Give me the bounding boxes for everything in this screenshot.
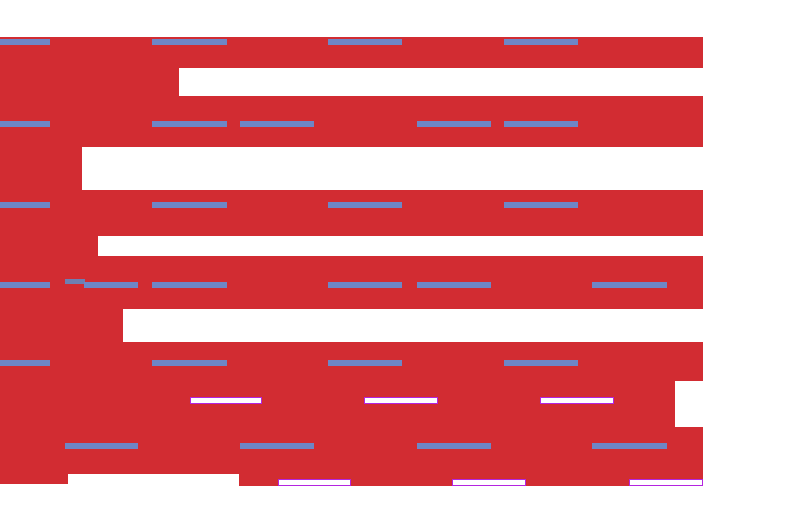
redacted-text-block: [0, 190, 703, 236]
link-underline[interactable]: [240, 443, 314, 449]
link-underline[interactable]: [504, 202, 578, 208]
link-underline[interactable]: [240, 121, 314, 127]
highlighted-link-bar[interactable]: [540, 397, 614, 404]
link-underline[interactable]: [84, 282, 138, 288]
link-underline[interactable]: [0, 282, 50, 288]
link-underline[interactable]: [152, 360, 227, 366]
link-underline[interactable]: [328, 360, 402, 366]
redacted-text-block: [0, 147, 82, 190]
link-underline[interactable]: [417, 443, 491, 449]
link-underline[interactable]: [592, 443, 667, 449]
highlighted-link-bar[interactable]: [190, 397, 262, 404]
redacted-text-block: [0, 474, 68, 484]
redacted-text-block: [0, 381, 675, 427]
link-underline[interactable]: [0, 360, 50, 366]
link-underline[interactable]: [0, 39, 50, 45]
highlighted-link-bar[interactable]: [364, 397, 438, 404]
redacted-text-block: [0, 68, 179, 96]
link-underline[interactable]: [417, 282, 491, 288]
redacted-text-block: [0, 236, 98, 256]
redacted-text-block: [0, 96, 703, 147]
link-underline-muted[interactable]: [65, 279, 85, 284]
link-underline[interactable]: [0, 202, 50, 208]
link-underline[interactable]: [504, 360, 578, 366]
redacted-text-block: [0, 427, 703, 474]
link-underline[interactable]: [328, 202, 402, 208]
link-underline[interactable]: [152, 39, 227, 45]
link-underline[interactable]: [504, 39, 578, 45]
link-underline[interactable]: [417, 121, 491, 127]
redacted-text-block: [0, 309, 123, 342]
link-underline[interactable]: [504, 121, 578, 127]
highlighted-link-bar[interactable]: [452, 479, 526, 486]
link-underline[interactable]: [592, 282, 667, 288]
link-underline[interactable]: [152, 282, 227, 288]
link-underline[interactable]: [152, 202, 227, 208]
highlighted-link-bar[interactable]: [278, 479, 351, 486]
link-underline[interactable]: [65, 443, 138, 449]
link-underline[interactable]: [328, 39, 402, 45]
link-underline[interactable]: [152, 121, 227, 127]
link-underline[interactable]: [0, 121, 50, 127]
link-underline[interactable]: [328, 282, 402, 288]
highlighted-link-bar[interactable]: [629, 479, 703, 486]
